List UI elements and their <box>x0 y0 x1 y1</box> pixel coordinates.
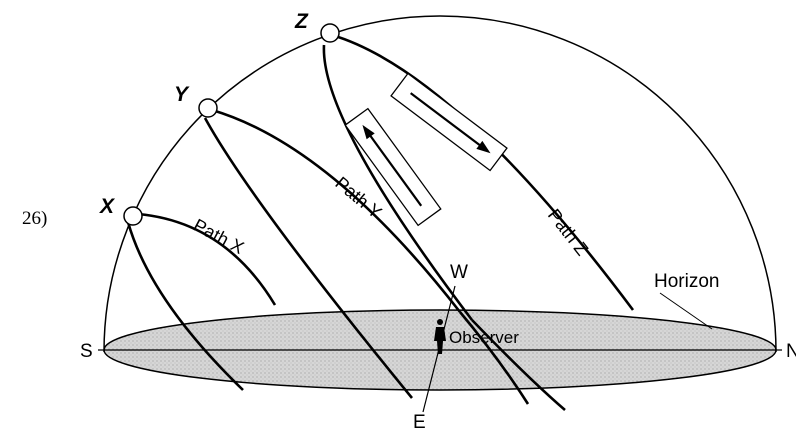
sky-dome <box>103 15 777 353</box>
point-z-circle <box>320 23 340 43</box>
point-z-label: Z <box>294 10 309 33</box>
person-silhouette-icon <box>434 319 446 354</box>
question-number: 26) <box>22 208 47 229</box>
arrow-box-down <box>390 72 508 172</box>
path-y-upper <box>211 108 462 313</box>
point-y-label: Y <box>174 83 190 106</box>
path-z-label: Path Z <box>544 205 592 259</box>
arrow-up-left-icon <box>362 124 423 207</box>
path-y-label: Path Y <box>331 173 385 223</box>
path-x-upper <box>137 212 277 306</box>
path-z-left-cont <box>471 319 566 411</box>
horizon-leader-line <box>659 292 713 330</box>
horizon-label: Horizon <box>654 271 719 292</box>
point-x-circle <box>123 206 143 226</box>
point-x-label: X <box>99 195 116 218</box>
arrow-down-right-icon <box>410 92 491 154</box>
arrow-box-up <box>344 107 442 227</box>
observer-label: Observer <box>449 328 519 347</box>
path-x-label: Path X <box>190 215 247 258</box>
north-label: N <box>786 341 796 362</box>
west-label: W <box>450 262 468 283</box>
south-label: S <box>80 341 93 362</box>
path-y-lower-cont <box>459 311 530 405</box>
path-z-right <box>331 33 635 311</box>
path-y-middle <box>203 117 414 399</box>
path-z-left <box>322 44 474 321</box>
east-label: E <box>413 412 426 431</box>
path-x-lower <box>126 221 244 391</box>
point-y-circle <box>198 98 218 118</box>
